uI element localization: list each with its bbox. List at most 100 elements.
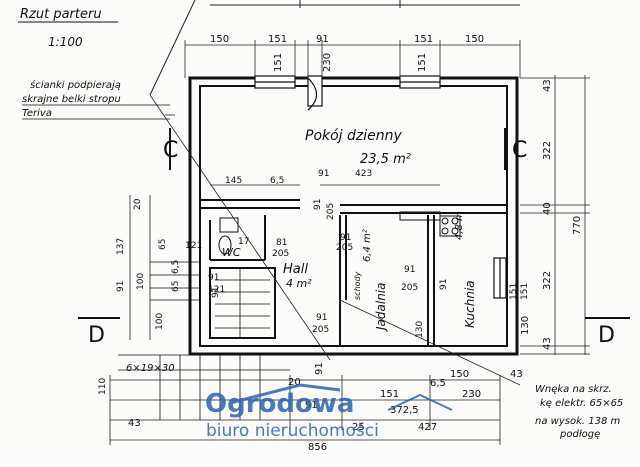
inner-dim: 81 [276, 238, 287, 248]
inner-dim: 91 [404, 265, 415, 275]
note-line-2: skrajne belki stropu [22, 94, 121, 105]
inner-dim: 91 [313, 199, 323, 210]
bottom-dim: 427 [418, 422, 437, 433]
inner-dim: 91 [316, 313, 327, 323]
left-dim: 65 [158, 239, 168, 250]
bottom-dim: 91 [314, 362, 325, 375]
bottom-dim: 91 [305, 400, 318, 411]
left-dim: 65 [171, 281, 181, 292]
left-dimensions: 20 137 91 121 65 100 91 65 121 100 110 [98, 198, 225, 395]
section-c-right: C [512, 138, 527, 163]
top-dim: 150 [210, 34, 229, 45]
left-dim: 100 [136, 273, 146, 290]
right-dim: 43 [542, 337, 553, 350]
room-kitchen-name: Kuchnia [463, 280, 477, 328]
inner-dim: 91 [439, 279, 449, 290]
left-dim: 137 [116, 238, 126, 255]
windows-top [254, 75, 441, 89]
note-line-3: Teriva [22, 108, 52, 119]
inner-dimensions: 145 6,5 91 423 91 205 91 205 81 205 91 2… [171, 169, 530, 338]
bottom-dim: 6,5 [430, 378, 446, 389]
stairs-note: schody [353, 271, 362, 300]
room-living-name: Pokój dzienny [305, 128, 403, 144]
bottom-dim: 372,5 [390, 405, 419, 416]
left-dim: 121 [185, 241, 202, 251]
watermark-tagline: biuro nieruchomości [206, 421, 379, 441]
inner-dim: 130 [415, 321, 425, 338]
niche-note: Wnęka na skrz. kę elektr. 65×65 na wysok… [535, 384, 623, 440]
kitchen-fixtures [218, 211, 461, 255]
left-dim: 121 [208, 285, 225, 295]
top-dim: 150 [465, 34, 484, 45]
inner-dim: 6,5 [270, 176, 284, 186]
room-kitchen-area: 4,8 m [454, 211, 465, 240]
left-dim: 91 [116, 281, 126, 292]
niche-note-line: kę elektr. 65×65 [540, 398, 623, 409]
inner-dim: 205 [401, 283, 418, 293]
interior-walls [200, 199, 507, 346]
inner-dim: 151 [520, 283, 530, 300]
watermark-brand: Ogrodowa [205, 389, 354, 419]
watermark: Ogrodowa biuro nieruchomości [205, 383, 453, 441]
bottom-dim: 43 [510, 369, 523, 380]
right-dim: 40 [542, 202, 553, 215]
room-living-area: 23,5 m² [360, 152, 411, 167]
entrance-door [307, 75, 323, 111]
inner-dim: 91 [211, 287, 221, 298]
dimension-lines [109, 40, 590, 445]
section-lines [78, 128, 630, 319]
inner-dim: 205 [312, 325, 329, 335]
top-border-lines [149, 0, 520, 96]
section-d-right: D [598, 323, 615, 348]
room-hall-area: 4 m² [286, 277, 312, 290]
inner-dim: 91 [318, 169, 329, 179]
inner-dim: 423 [355, 169, 372, 179]
window-right [493, 257, 507, 299]
left-dim: 91 [208, 273, 219, 283]
bottom-dim: 230 [462, 389, 481, 400]
bottom-dim: 150 [450, 369, 469, 380]
left-dim: 20 [133, 198, 143, 210]
section-c-left: C [163, 138, 178, 163]
right-dim: 43 [542, 79, 553, 92]
inner-dim: 205 [272, 249, 289, 259]
top-dim: 230 [322, 53, 333, 72]
bottom-dim: 25 [352, 422, 365, 433]
plan-scale: 1:100 [48, 35, 83, 49]
right-dim: 130 [520, 316, 531, 335]
top-dim: 151 [414, 34, 433, 45]
leader-lines [149, 94, 521, 386]
left-dim: 100 [155, 313, 165, 330]
outer-walls [188, 76, 519, 356]
bottom-dim: 20 [288, 377, 301, 388]
bottom-dimensions: 20 91 151 6,5 150 230 43 43 91 25 372,5 … [128, 362, 523, 453]
top-dim: 151 [268, 34, 287, 45]
right-dimensions: 43 322 40 770 322 130 43 [520, 79, 583, 350]
bottom-dim: 43 [128, 418, 141, 429]
right-dim: 322 [542, 271, 553, 290]
top-dimensions: 150 151 151 91 230 151 151 150 [210, 34, 484, 72]
inner-dim: 151 [509, 283, 519, 300]
niche-note-line: na wysok. 138 m [535, 416, 620, 427]
room-wc-name: WC [222, 246, 241, 259]
niche-note-line: podłogę [559, 429, 600, 440]
niche-note-line: Wnęka na skrz. [535, 384, 612, 395]
inner-dim: 17 [238, 237, 249, 247]
right-dim: 770 [572, 216, 583, 235]
top-dim: 151 [417, 53, 428, 72]
top-dim: 91 [316, 34, 329, 45]
top-dim: 151 [273, 53, 284, 72]
inner-dim: 145 [225, 176, 242, 186]
inner-dim: 91 [340, 233, 351, 243]
section-d-left: D [88, 323, 105, 348]
room-dining-area: 6,4 m² [362, 229, 373, 262]
left-dim: 110 [98, 378, 108, 395]
note-line-1: ścianki podpierają [30, 79, 121, 91]
bottom-dim: 151 [380, 389, 399, 400]
inner-dim: 205 [336, 243, 353, 253]
room-dining-name: Jadalnia [374, 283, 388, 333]
stairs [118, 261, 290, 420]
bottom-dim: 856 [308, 442, 327, 453]
